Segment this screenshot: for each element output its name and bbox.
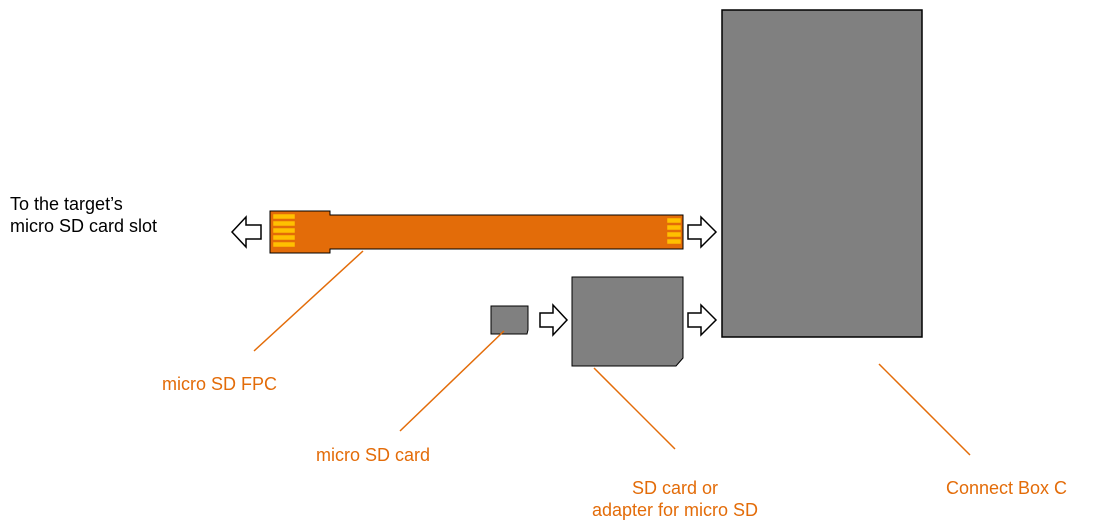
connect-box-label: Connect Box C xyxy=(946,478,1068,498)
target-slot-label: To the target’s micro SD card slot xyxy=(10,193,157,237)
micro-sd-fpc-label: micro SD FPC xyxy=(162,374,278,394)
micro-sd-card-label: micro SD card xyxy=(316,445,431,465)
fpc-right-contacts xyxy=(666,217,682,245)
fpc-body xyxy=(269,210,684,254)
leader-sd-card xyxy=(593,367,676,450)
sd-card-label-line1: SD card or xyxy=(631,478,719,498)
arrow-card-to-adapter xyxy=(539,303,569,337)
micro-sd-fpc xyxy=(269,210,684,254)
leader-micro-sd-card xyxy=(399,330,505,432)
leader-fpc xyxy=(253,250,364,352)
fpc-left-contacts xyxy=(272,213,296,248)
arrow-adapter-to-box xyxy=(687,303,718,337)
sd-card-label: SD card or adapter for micro SD xyxy=(570,477,780,521)
leader-connect-box xyxy=(878,363,971,456)
arrow-fpc-to-box xyxy=(687,215,718,249)
sd-card-label-line2: adapter for micro SD xyxy=(591,500,759,520)
target-slot-label-line2: micro SD card slot xyxy=(10,216,158,236)
sd-card-adapter xyxy=(571,276,684,367)
arrow-left-to-target xyxy=(230,215,262,249)
connect-box xyxy=(721,9,923,338)
micro-sd-card xyxy=(490,305,529,335)
target-slot-label-line1: To the target’s xyxy=(10,194,123,214)
